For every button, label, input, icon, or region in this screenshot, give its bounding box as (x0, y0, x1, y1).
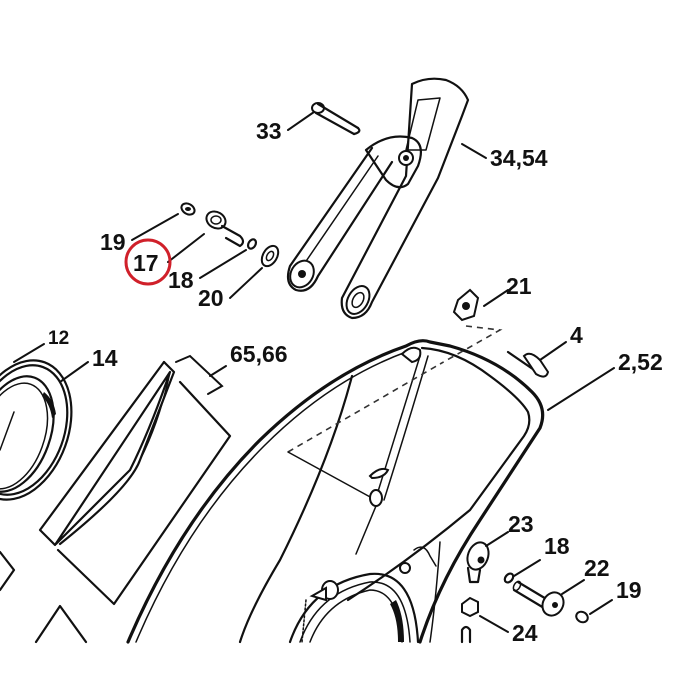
label-24[interactable]: 24 (512, 620, 538, 646)
screw-part-19-top (180, 202, 196, 216)
label-20[interactable]: 20 (198, 285, 224, 311)
label-12[interactable]: 12 (48, 328, 69, 349)
label-33[interactable]: 33 (256, 118, 282, 144)
clip-part-4 (506, 350, 550, 378)
bolt-part-17 (205, 210, 245, 248)
nut-part-24 (460, 596, 479, 644)
bolt-part-22 (512, 580, 565, 617)
highlight-circle-part-17 (124, 238, 172, 286)
nut-part-21 (452, 288, 480, 322)
pin-part-33 (311, 102, 361, 136)
housing-fragments-left (0, 550, 88, 644)
o-ring-part-18-bottom (503, 572, 515, 584)
o-ring-part-18-top (246, 238, 258, 250)
screw-part-19-bottom (575, 610, 589, 624)
label-4[interactable]: 4 (570, 322, 583, 348)
label-23[interactable]: 23 (508, 511, 534, 537)
label-17[interactable]: 17 (133, 250, 159, 276)
label-19-bottom[interactable]: 19 (616, 577, 642, 603)
eye-bolt-part-23 (466, 541, 490, 584)
label-14[interactable]: 14 (92, 345, 118, 371)
housing-part-2-52 (126, 325, 545, 644)
lever-part-34-54 (286, 77, 470, 320)
label-22[interactable]: 22 (584, 555, 610, 581)
leader-lines (13, 111, 615, 633)
label-2-52[interactable]: 2,52 (618, 349, 663, 375)
part-labels: 33 34,54 19 17 18 20 21 4 2,52 12 14 65,… (48, 118, 663, 646)
washer-part-20 (260, 244, 280, 268)
label-21[interactable]: 21 (506, 273, 532, 299)
label-19-top[interactable]: 19 (100, 229, 126, 255)
label-65-66[interactable]: 65,66 (230, 341, 288, 367)
filter-part-65-66 (38, 360, 232, 606)
ring-part-12-14 (0, 359, 73, 501)
label-34-54[interactable]: 34,54 (490, 145, 548, 171)
label-18-top[interactable]: 18 (168, 267, 194, 293)
label-18-bottom[interactable]: 18 (544, 533, 570, 559)
